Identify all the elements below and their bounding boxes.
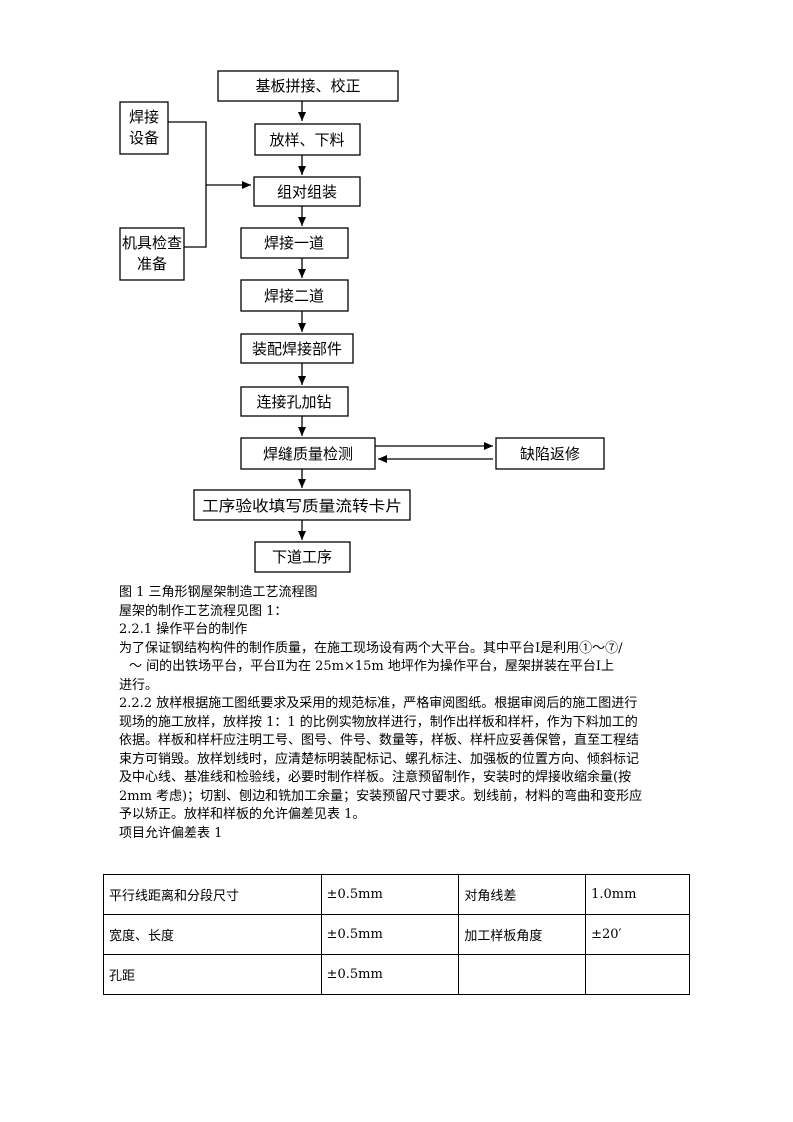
process-flowchart: 基板拼接、校正 放样、下料 组对组装 焊接一道 焊接二道 装配焊接部件 连接孔加… [119,70,605,573]
repair-box [495,437,605,470]
repair-label: 缺陷返修 [520,445,580,463]
step-label-1: 基板拼接、校正 [255,77,360,95]
side-box-1 [119,101,169,155]
table-cell: ±0.5mm [320,874,460,915]
step-box-3 [253,176,361,207]
step-label-10: 下道工序 [272,548,332,566]
step-box-9 [193,489,411,521]
step-label-5: 焊接二道 [264,287,324,305]
table-cell: 宽度、长度 [103,914,322,955]
section-222-line: 2.2.2 放样根据施工图纸要求及采用的规范标准，严格审阅图纸。根据审阅后的施工… [119,696,638,711]
table-cell: ±0.5mm [320,954,460,995]
step-box-6 [240,333,354,364]
document-body: 图 1 三角形钢屋架制造工艺流程图 屋架的制作工艺流程见图 1： 2.2.1 操… [119,584,691,843]
step-label-2: 放样、下料 [269,131,344,149]
step-label-4: 焊接一道 [264,234,324,252]
table-cell: 孔距 [103,954,322,995]
section-222-line: 现场的施工放样，放样按 1：1 的比例实物放样进行，制作出样板和样杆，作为下料加… [119,714,638,730]
side-box-2 [119,227,185,281]
table-cell [458,954,587,995]
table-cell: 1.0mm [585,874,690,915]
section-222-line: 2mm 考虑)；切割、刨边和铣加工余量；安装预留尺寸要求。划线前，材料的弯曲和变… [119,788,643,804]
side-label-2: 机具检查准备 [122,234,183,273]
step-label-6: 装配焊接部件 [252,340,342,358]
section-221-line: 进行。 [119,677,159,693]
step-box-1 [217,70,399,102]
step-box-2 [254,123,361,156]
table-cell: ±20′ [585,914,690,955]
table-row: 宽度、长度 ±0.5mm 加工样板角度 ±20′ [103,914,690,955]
table-row: 孔距 ±0.5mm [103,954,690,995]
table-cell [585,954,690,995]
step-box-4 [240,227,349,259]
section-222-line: 及中心线、基准线和检验线，必要时制作样板。注意预留制作，安装时的焊接收缩余量(按 [119,770,632,785]
section-222-line: 依据。样板和样杆应注明工号、图号、件号、数量等，样板、样杆应妥善保管，直至工程结 [119,733,640,748]
step-box-5 [240,279,349,312]
section-221-heading: 2.2.1 操作平台的制作 [119,622,248,637]
section-222-line: 束方可销毁。放样划线时，应清楚标明装配标记、螺孔标注、加强板的位置方向、倾斜标记 [119,751,640,767]
step-box-8 [240,437,376,470]
step-label-9: 工序验收填写质量流转卡片 [202,497,402,515]
section-221-line: ～ 间的出铁场平台，平台Ⅱ为在 25m×15m 地坪作为操作平台，屋架拼装在平台… [129,659,614,674]
step-label-7: 连接孔加钻 [256,393,331,411]
flow-connectors [168,101,493,540]
table-cell: 平行线距离和分段尺寸 [103,874,322,915]
table-cell: 对角线差 [458,874,587,915]
section-222-line: 予以矫正。放样和样板的允许偏差见表 1。 [119,807,366,822]
table-cell: ±0.5mm [320,914,460,955]
intro-paragraph: 屋架的制作工艺流程见图 1： [119,603,288,619]
side-label-1: 焊接设备 [128,108,159,147]
table-row: 平行线距离和分段尺寸 ±0.5mm 对角线差 1.0mm [103,874,690,915]
tolerance-table: 平行线距离和分段尺寸 ±0.5mm 对角线差 1.0mm 宽度、长度 ±0.5m… [103,874,690,995]
step-label-3: 组对组装 [277,183,337,201]
step-box-7 [240,386,349,417]
step-label-8: 焊缝质量检测 [263,445,353,463]
table-cell: 加工样板角度 [458,914,587,955]
step-box-10 [254,541,351,573]
table-title: 项目允许偏差表 1 [119,825,223,841]
figure-caption: 图 1 三角形钢屋架制造工艺流程图 [119,585,318,600]
section-221-line: 为了保证钢结构构件的制作质量，在施工现场设有两个大平台。其中平台Ⅰ是利用①～⑦/ [119,640,623,656]
